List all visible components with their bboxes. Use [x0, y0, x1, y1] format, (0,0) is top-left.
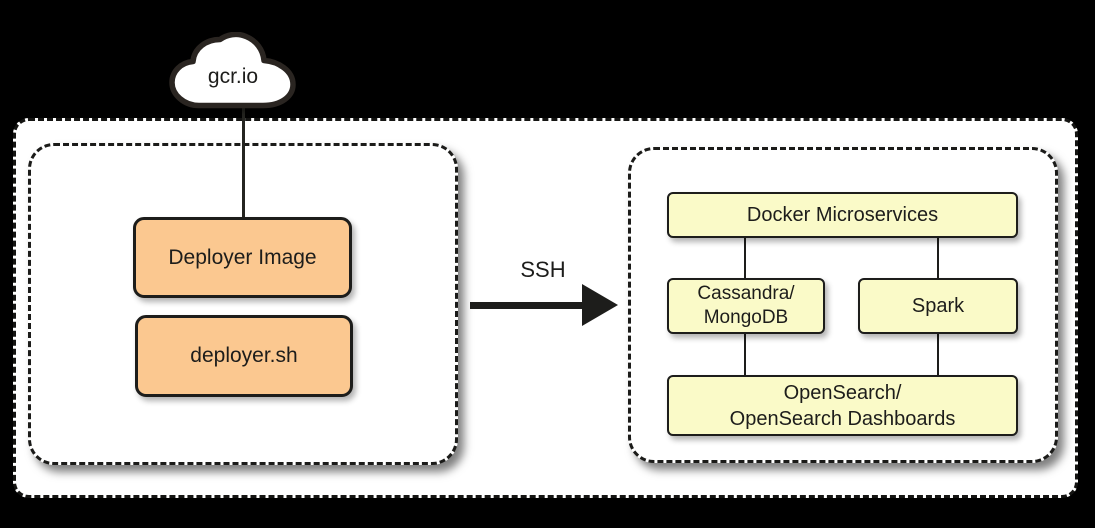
cloud-label: gcr.io — [207, 65, 259, 88]
ssh-arrow-head — [582, 284, 618, 326]
cassandra-to-opensearch-connector — [744, 333, 746, 376]
node-docker-microservices: Docker Microservices — [667, 192, 1018, 238]
ssh-arrow-line — [470, 302, 583, 309]
node-deployer-image: Deployer Image — [133, 217, 352, 298]
docker-to-spark-connector — [937, 237, 939, 279]
ssh-arrow-label: SSH — [520, 257, 566, 282]
node-deployer-sh: deployer.sh — [135, 315, 353, 397]
docker-to-cassandra-connector — [744, 237, 746, 279]
cloud-icon — [169, 32, 296, 109]
node-opensearch-dashboards: OpenSearch/ OpenSearch Dashboards — [667, 375, 1018, 436]
node-cassandra-mongodb: Cassandra/ MongoDB — [667, 278, 825, 334]
cloud-to-deployer-connector — [242, 105, 245, 217]
node-spark: Spark — [858, 278, 1018, 334]
spark-to-opensearch-connector — [937, 333, 939, 376]
